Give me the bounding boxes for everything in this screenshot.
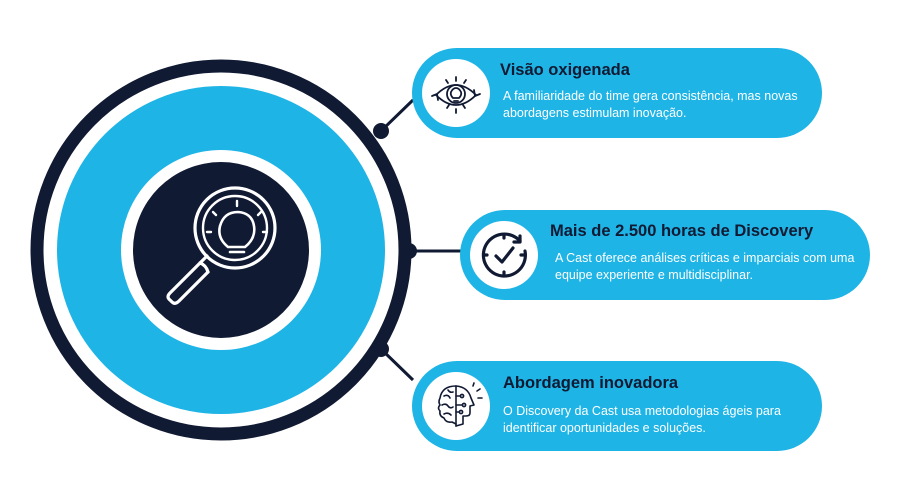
magnifier-lightbulb-icon [166, 186, 277, 305]
clock-check-icon [470, 221, 538, 289]
feature-card-horas: Mais de 2.500 horas de Discovery A Cast … [460, 210, 870, 300]
connector-dot-2 [401, 243, 417, 259]
brain-head-icon [422, 372, 490, 440]
feature-card-visao: Visão oxigenada A familiaridade do time … [412, 48, 822, 138]
feature-description: A Cast oferece análises críticas e impar… [555, 251, 855, 282]
feature-card-abordagem: Abordagem inovadora O Discovery da Cast … [412, 361, 822, 451]
feature-description: O Discovery da Cast usa metodologias áge… [503, 404, 781, 435]
feature-description: A familiaridade do time gera consistênci… [503, 89, 798, 120]
feature-title: Abordagem inovadora [503, 374, 679, 392]
navy-core [133, 162, 309, 338]
connector-dot-3 [373, 341, 389, 357]
eye-lightbulb-icon [422, 59, 490, 127]
feature-title: Visão oxigenada [500, 61, 630, 79]
feature-title: Mais de 2.500 horas de Discovery [550, 222, 814, 240]
connector-dot-1 [373, 123, 389, 139]
